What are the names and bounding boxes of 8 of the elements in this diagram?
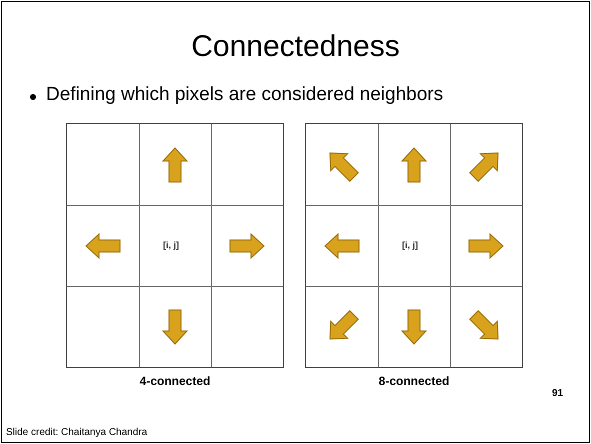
center-pixel-label: [i, j] — [163, 240, 179, 250]
grid-caption: 4-connected — [138, 374, 212, 388]
grid-caption: 8-connected — [378, 374, 450, 388]
slide-title: Connectedness — [190, 30, 401, 64]
bullet-text: Defining which pixels are considered neighbors — [46, 84, 444, 106]
page-number: 91 — [552, 388, 564, 399]
center-pixel-label: [i, j] — [402, 240, 418, 250]
credit-note: Slide credit: Chaitanya Chandra — [6, 427, 148, 438]
